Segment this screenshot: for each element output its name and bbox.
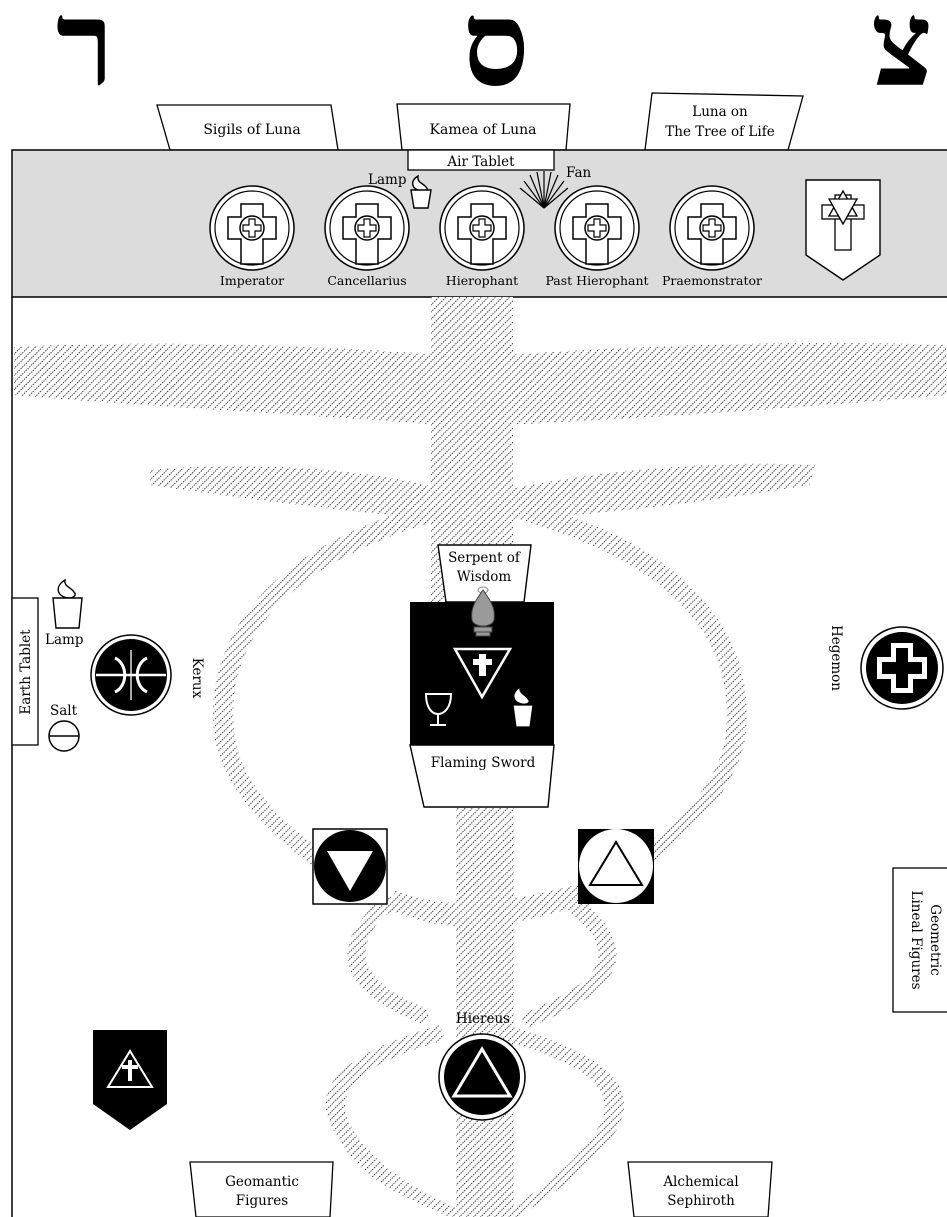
cancellarius-label: Cancellarius: [327, 273, 406, 288]
earth-tablet[interactable]: Earth Tablet: [12, 598, 38, 745]
hierophant-label: Hierophant: [446, 273, 518, 288]
alchemical-line2: Sephiroth: [667, 1193, 735, 1209]
air-tablet[interactable]: Air Tablet: [408, 150, 554, 170]
air-tablet-label: Air Tablet: [446, 154, 515, 170]
kerux-label: Kerux: [189, 658, 205, 699]
cancellarius-lamen[interactable]: Cancellarius: [325, 186, 409, 288]
west-lamp-icon: [53, 580, 82, 628]
alchemical-line1: Alchemical: [662, 1174, 738, 1190]
hiereus-lamen[interactable]: [439, 1034, 525, 1120]
geometric-lineal-figures-tab[interactable]: Geometric Lineal Figures: [893, 868, 947, 1012]
flaming-sword-label: Flaming Sword: [431, 755, 536, 771]
hegemon-label: Hegemon: [828, 625, 844, 691]
black-pillar[interactable]: [313, 829, 387, 904]
tab-tree-line2: The Tree of Life: [665, 124, 774, 140]
hebrew-letter-right: צ: [871, 0, 933, 113]
geometric-line1: Geometric: [927, 904, 943, 975]
alchemical-sephiroth-tab[interactable]: Alchemical Sephiroth: [628, 1162, 772, 1217]
banner-of-the-west[interactable]: [93, 1030, 167, 1130]
imperator-lamen[interactable]: Imperator: [210, 186, 294, 288]
fan-label: Fan: [566, 165, 591, 181]
hiereus-label: Hiereus: [456, 1011, 510, 1027]
serpent-label-line1: Serpent of: [448, 550, 521, 566]
hebrew-letter-center: ס: [462, 0, 529, 113]
west-lamp-label: Lamp: [45, 632, 83, 648]
geometric-line2: Lineal Figures: [908, 890, 924, 989]
hierophant-lamen[interactable]: Hierophant: [440, 186, 524, 288]
tab-tree-line1: Luna on: [692, 104, 748, 120]
praemonstrator-label: Praemonstrator: [662, 273, 762, 288]
geomantic-figures-tab[interactable]: Geomantic Figures: [190, 1162, 333, 1217]
tab-luna-tree-of-life[interactable]: Luna on The Tree of Life: [645, 93, 803, 150]
salt-icon: [49, 721, 79, 751]
serpent-label-line2: Wisdom: [457, 569, 512, 585]
salt-label: Salt: [50, 703, 78, 719]
dais-lamp-label: Lamp: [368, 172, 406, 188]
imperator-label: Imperator: [220, 273, 284, 288]
white-pillar[interactable]: [578, 829, 654, 904]
kerux-lamen[interactable]: [91, 635, 171, 715]
past-hierophant-label: Past Hierophant: [545, 273, 648, 288]
geomantic-line2: Figures: [236, 1193, 288, 1209]
hebrew-letter-left: ר: [56, 0, 114, 113]
tab-sigils-label: Sigils of Luna: [203, 122, 300, 138]
tab-kamea-of-luna[interactable]: Kamea of Luna: [397, 104, 570, 150]
earth-tablet-label: Earth Tablet: [18, 629, 34, 715]
tab-sigils-of-luna[interactable]: Sigils of Luna: [157, 105, 338, 150]
geomantic-line1: Geomantic: [225, 1174, 299, 1190]
hegemon-lamen[interactable]: [861, 627, 943, 709]
tab-kamea-label: Kamea of Luna: [430, 122, 537, 138]
